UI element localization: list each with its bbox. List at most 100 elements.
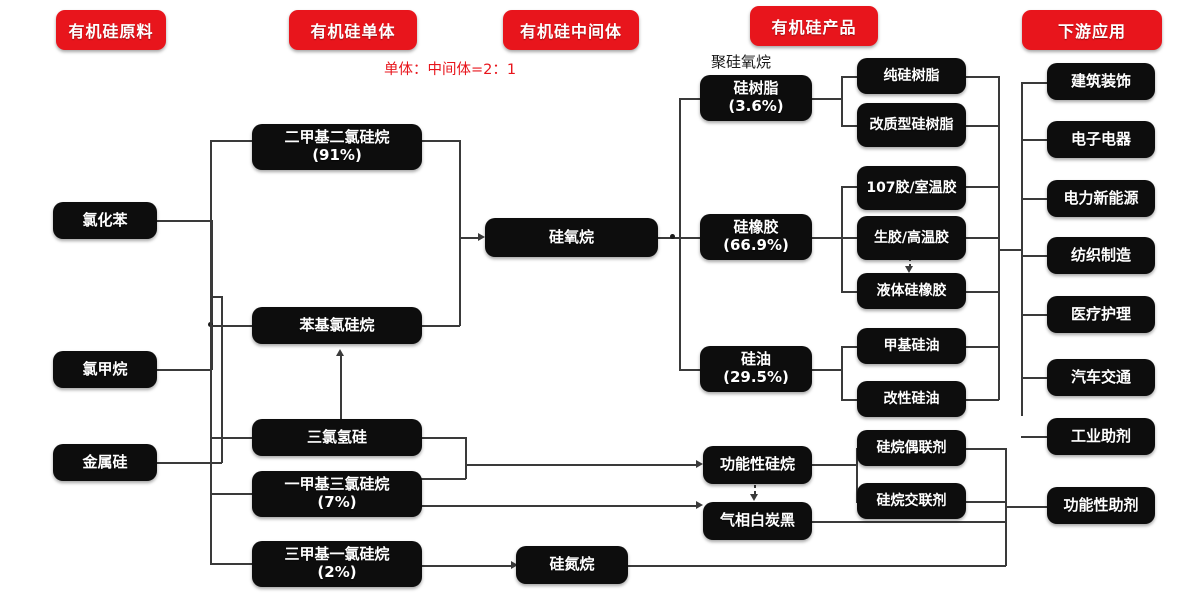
node-label: 硅油 xyxy=(740,350,771,369)
node-methyl-silicone-oil[interactable]: 甲基硅油 xyxy=(857,328,966,364)
node-app-textile[interactable]: 纺织制造 xyxy=(1047,237,1155,274)
edge-app-rail xyxy=(1021,82,1023,416)
node-app-power-energy[interactable]: 电力新能源 xyxy=(1047,180,1155,217)
arrow-dotted-silica xyxy=(750,494,758,501)
edge-app-power xyxy=(1021,198,1048,200)
node-silicone-resin[interactable]: 硅树脂 (3.6%) xyxy=(700,75,812,121)
node-fumed-silica[interactable]: 气相白炭黑 xyxy=(703,502,812,540)
edge-sp-mod-oil-out xyxy=(966,399,999,401)
edge-silicon-metal-out xyxy=(156,462,222,464)
edge-junction-dot-siloxane xyxy=(670,234,675,239)
edge-sp-107-out xyxy=(966,186,999,188)
edge-app-construction xyxy=(1021,82,1048,84)
edge-to-liquid-rubber xyxy=(841,291,858,293)
node-label: 硅橡胶 xyxy=(733,218,779,237)
node-pure-silicone-resin[interactable]: 纯硅树脂 xyxy=(857,58,966,94)
arrow-to-silazane xyxy=(511,561,518,569)
node-app-industrial-additive[interactable]: 工业助剂 xyxy=(1047,418,1155,455)
node-silazane[interactable]: 硅氮烷 xyxy=(516,546,628,584)
arrow-dotted-rubber xyxy=(905,266,913,273)
node-methyltrichlorosilane[interactable]: 一甲基三氯硅烷 (7%) xyxy=(252,471,422,517)
edge-upper-collector-out xyxy=(998,249,1022,251)
node-siloxane[interactable]: 硅氧烷 xyxy=(485,218,658,257)
node-chloromethane[interactable]: 氯甲烷 xyxy=(53,351,157,388)
edge-fsilane-split xyxy=(856,448,858,502)
node-trimethylchlorosilane[interactable]: 三甲基一氯硅烷 (2%) xyxy=(252,541,422,587)
node-label: 三甲基一氯硅烷 xyxy=(284,545,390,564)
node-label: 二甲基二氯硅烷 xyxy=(284,128,390,147)
node-silicone-rubber[interactable]: 硅橡胶 (66.9%) xyxy=(700,214,812,260)
edge-to-silicone-oil xyxy=(679,369,700,371)
node-raw-rubber[interactable]: 生胶/高温胶 xyxy=(857,216,966,260)
node-silane-crosslinker[interactable]: 硅烷交联剂 xyxy=(857,483,966,519)
node-silane-coupling-agent[interactable]: 硅烷偶联剂 xyxy=(857,430,966,466)
edge-mtcs-out xyxy=(420,478,466,480)
node-app-medical[interactable]: 医疗护理 xyxy=(1047,296,1155,333)
edge-tmcs-to-silazane xyxy=(420,565,513,567)
edge-resin-out xyxy=(812,98,842,100)
node-app-electronics[interactable]: 电子电器 xyxy=(1047,121,1155,158)
edge-to-silicone-rubber xyxy=(679,237,700,239)
node-phenylchlorosilane[interactable]: 苯基氯硅烷 xyxy=(252,307,422,344)
edge-fsilane-out xyxy=(812,464,857,466)
edge-to-silicone-resin xyxy=(679,98,700,100)
edge-to-raw-rubber xyxy=(841,237,858,239)
edge-sp-liquid-rubber-out xyxy=(966,291,999,293)
node-app-functional-additive[interactable]: 功能性助剂 xyxy=(1047,487,1155,524)
node-dimethyldichlorosilane[interactable]: 二甲基二氯硅烷 (91%) xyxy=(252,124,422,170)
node-trichlorosilane[interactable]: 三氯氢硅 xyxy=(252,419,422,456)
edge-dotted-silica xyxy=(754,485,756,497)
section-header-intermediate: 有机硅中间体 xyxy=(503,10,639,50)
node-silicon-metal[interactable]: 金属硅 xyxy=(53,444,157,481)
node-app-construction[interactable]: 建筑装饰 xyxy=(1047,63,1155,100)
node-percentage: (91%) xyxy=(312,146,362,164)
edge-to-trimethylchlorosilane xyxy=(210,563,260,565)
edge-raw-tie xyxy=(211,296,223,298)
edge-app-automotive xyxy=(1021,377,1048,379)
edge-to-methyltrichlorosilane xyxy=(210,493,260,495)
edge-silazane-out xyxy=(628,565,1006,567)
node-functional-silane[interactable]: 功能性硅烷 xyxy=(703,446,812,484)
edge-chloromethane-out xyxy=(156,369,212,371)
edge-to-107-glue xyxy=(841,186,858,188)
ratio-note-caption: 单体：中间体=2：1 xyxy=(384,62,517,78)
edge-chlorobenzene-out xyxy=(156,220,212,222)
edge-tcs-out xyxy=(420,437,466,439)
edge-sp-coupling-out xyxy=(966,448,1006,450)
edge-silane-merge xyxy=(465,437,467,479)
node-liquid-silicone-rubber[interactable]: 液体硅橡胶 xyxy=(857,273,966,309)
node-107-glue[interactable]: 107胶/室温胶 xyxy=(857,166,966,210)
node-label: 一甲基三氯硅烷 xyxy=(284,475,390,494)
node-percentage: (7%) xyxy=(317,493,357,511)
node-percentage: (3.6%) xyxy=(728,97,784,115)
edge-oil-split xyxy=(841,346,843,399)
node-silicone-oil[interactable]: 硅油 (29.5%) xyxy=(700,346,812,392)
node-modified-silicone-resin[interactable]: 改质型硅树脂 xyxy=(857,103,966,147)
edge-raw-merge-b xyxy=(221,296,223,463)
node-percentage: (2%) xyxy=(317,563,357,581)
edge-to-functional-silane xyxy=(465,464,698,466)
edge-oil-out xyxy=(812,369,842,371)
edge-products-rail xyxy=(679,98,681,369)
edge-tcs-to-pcs xyxy=(340,355,342,423)
edge-app-textile xyxy=(1021,255,1048,257)
edge-sp-crosslink-out xyxy=(966,501,1006,503)
edge-to-phenylchlorosilane xyxy=(210,325,260,327)
node-modified-silicone-oil[interactable]: 改性硅油 xyxy=(857,381,966,417)
section-header-downstream: 下游应用 xyxy=(1022,10,1162,50)
edge-to-trichlorosilane xyxy=(210,437,260,439)
edge-resin-split xyxy=(841,76,843,126)
edge-sp-raw-rubber-out xyxy=(966,237,999,239)
section-header-monomer: 有机硅单体 xyxy=(289,10,417,50)
node-chlorobenzene[interactable]: 氯化苯 xyxy=(53,202,157,239)
arrow-to-siloxane xyxy=(478,233,485,241)
arrow-to-functional-silane xyxy=(696,460,703,468)
edge-sp-silica-out xyxy=(812,521,1006,523)
arrow-tcs-to-pcs xyxy=(336,349,344,356)
edge-dotted-rubber xyxy=(909,258,911,269)
node-app-automotive[interactable]: 汽车交通 xyxy=(1047,359,1155,396)
edge-to-modified-oil xyxy=(841,399,858,401)
edge-sp-methyl-oil-out xyxy=(966,346,999,348)
edge-to-dimethyldichlorosilane xyxy=(210,140,260,142)
